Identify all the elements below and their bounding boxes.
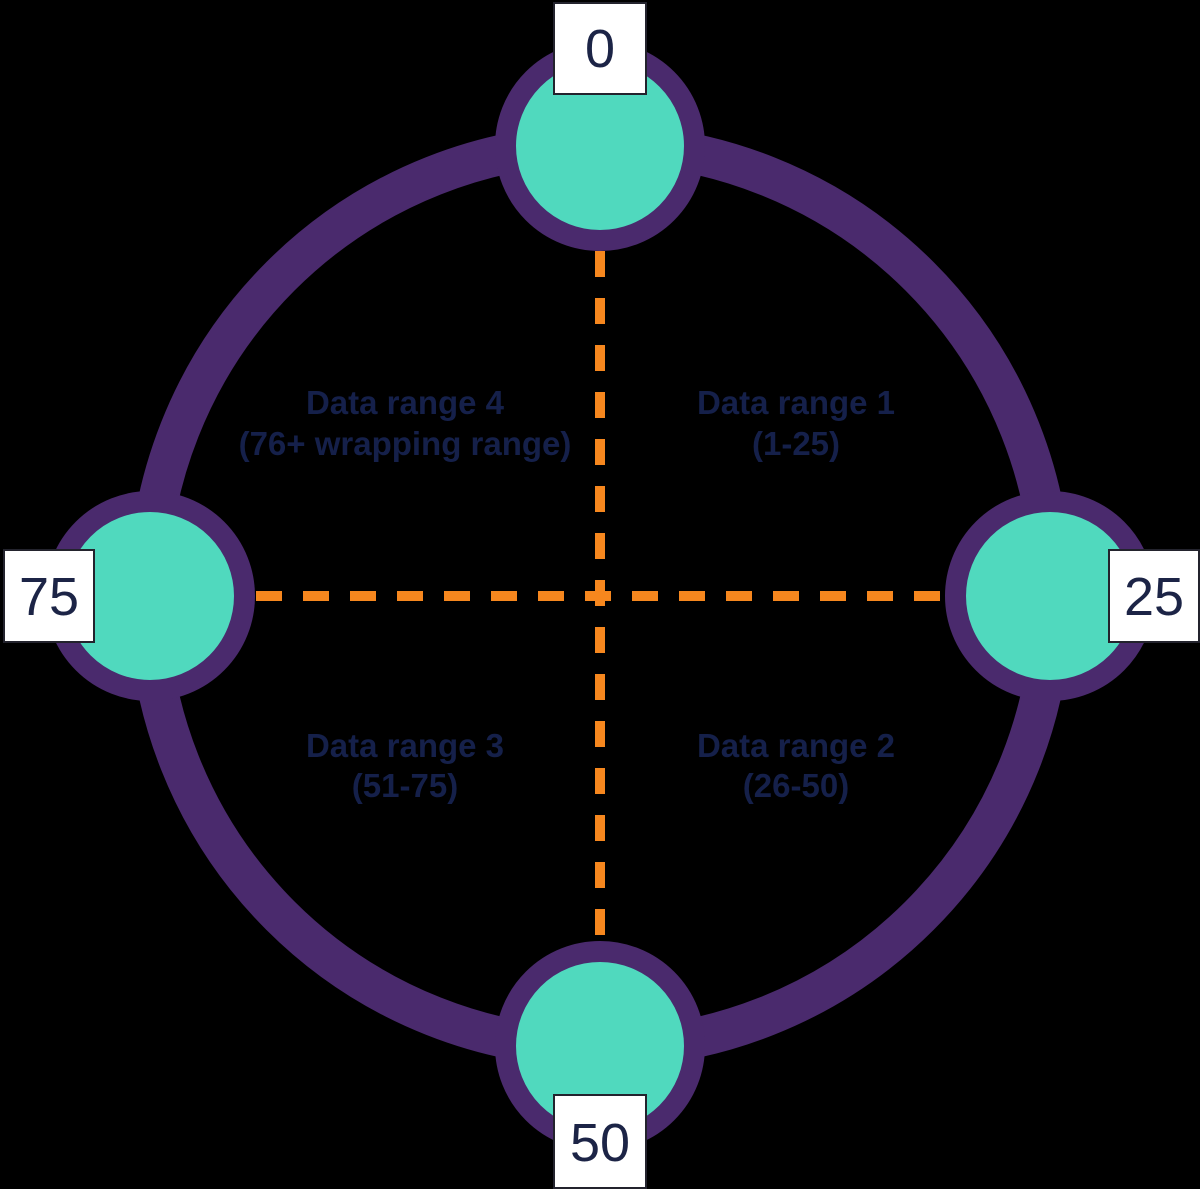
quadrant-2-name: Data range 2 xyxy=(697,727,895,764)
quadrant-label-bottom-right: Data range 2 (26-50) xyxy=(697,727,895,804)
quadrant-label-bottom-left: Data range 3 (51-75) xyxy=(306,727,504,804)
quadrant-3-name: Data range 3 xyxy=(306,727,504,764)
node-tag-right: 25 xyxy=(1108,549,1200,643)
node-tag-top-value: 0 xyxy=(585,19,615,79)
quadrant-label-top-right: Data range 1 (1-25) xyxy=(697,384,895,462)
node-tag-right-box xyxy=(1108,549,1200,643)
quadrant-2-range: (26-50) xyxy=(743,767,849,804)
quadrant-1-name: Data range 1 xyxy=(697,384,895,421)
node-tag-left-box xyxy=(3,549,95,643)
quadrant-4-name: Data range 4 xyxy=(306,384,505,421)
node-tag-bottom: 50 xyxy=(553,1094,647,1189)
quadrant-label-top-left: Data range 4 (76+ wrapping range) xyxy=(239,384,572,462)
node-tag-right-value: 25 xyxy=(1124,567,1184,627)
node-tag-bottom-value: 50 xyxy=(570,1113,630,1173)
quadrant-4-range: (76+ wrapping range) xyxy=(239,425,572,462)
node-tag-left-value: 75 xyxy=(19,567,79,627)
node-tag-left: 75 xyxy=(3,549,95,643)
node-tag-bottom-box xyxy=(553,1094,647,1189)
quadrant-1-range: (1-25) xyxy=(752,425,840,462)
quadrant-3-range: (51-75) xyxy=(352,767,458,804)
node-tag-top: 0 xyxy=(553,2,647,95)
node-tag-top-box xyxy=(553,2,647,95)
